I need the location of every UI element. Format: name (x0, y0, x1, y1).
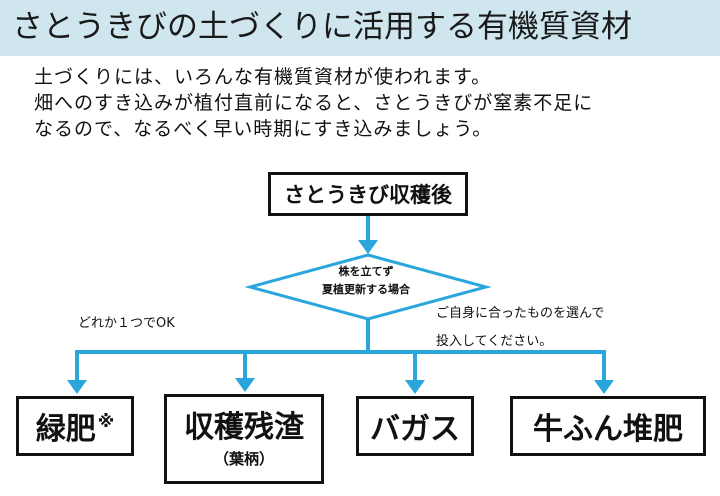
intro-text: 土づくりには、いろんな有機質資材が使われます。 畑へのすき込みが植付直前になると… (34, 64, 714, 142)
intro-line: 土づくりには、いろんな有機質資材が使われます。 (34, 66, 492, 88)
output-sublabel: （葉柄） (213, 450, 274, 468)
note-left: どれか１つでOK (78, 316, 175, 331)
output-label: 緑肥 (35, 412, 96, 447)
intro-line: 畑へのすき込みが植付直前になると、さとうきびが窒素不足に (34, 92, 594, 114)
arrowhead-condition (358, 240, 378, 254)
start-node: さとうきび収穫後 (268, 172, 468, 216)
condition-line: 株を立てず (338, 265, 394, 278)
title-bar: さとうきびの土づくりに活用する有機質資材 (0, 0, 720, 56)
arrowhead-compost (594, 380, 614, 394)
condition-label: 株を立てず 夏植更新する場合 (290, 263, 442, 299)
output-green-manure: 緑肥※ (16, 396, 134, 456)
footnote-mark: ※ (97, 412, 115, 432)
condition-line: 夏植更新する場合 (322, 283, 410, 296)
note-right-line: ご自身に合ったものを選んで (436, 306, 605, 321)
arrowhead-residue (235, 378, 255, 392)
page-title: さとうきびの土づくりに活用する有機質資材 (12, 9, 632, 45)
arrowhead-green-manure (67, 380, 87, 394)
note-right-line: 投入してください。 (436, 334, 553, 349)
output-harvest-residue: 収穫残渣 （葉柄） (164, 394, 324, 484)
intro-line: なるので、なるべく早い時期にすき込みましょう。 (34, 118, 493, 140)
arrowhead-bagasse (405, 380, 425, 394)
output-label: 収穫残渣 (184, 410, 304, 445)
output-cattle-manure-compost: 牛ふん堆肥 (510, 396, 706, 456)
output-bagasse: バガス (356, 396, 474, 456)
